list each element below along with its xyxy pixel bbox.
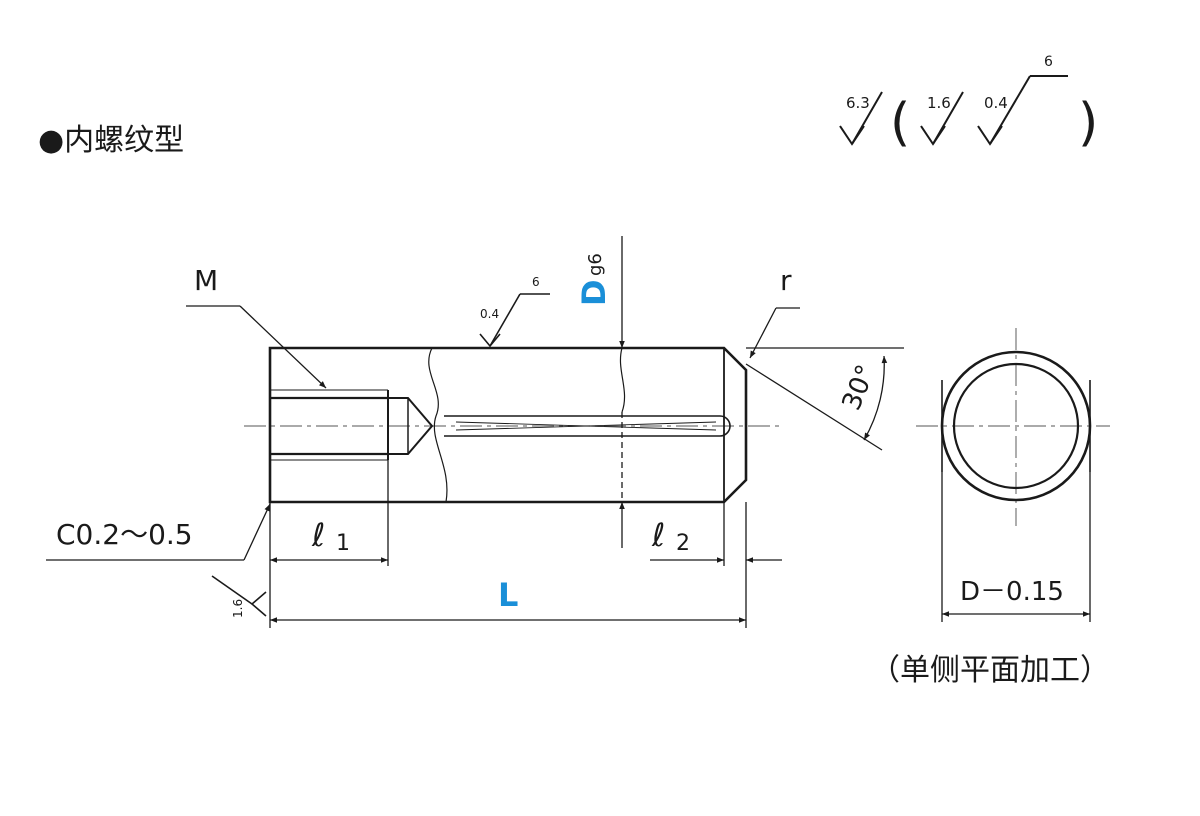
- l2-label: ℓ: [651, 516, 665, 554]
- page-title: ●内螺纹型: [38, 123, 184, 158]
- pin-body: [268, 346, 748, 504]
- air-vent-groove: [444, 415, 731, 437]
- thread-leader: [186, 305, 327, 389]
- chamfer-label: C0.2～0.5: [56, 518, 193, 551]
- roughness-bracket-b-sub: 6: [1044, 54, 1053, 70]
- roughness-body-sub: 6: [532, 275, 540, 289]
- length-label: L: [498, 576, 518, 614]
- roughness-body-symbol: [479, 293, 550, 348]
- roughness-chamfer-value: 1.6: [231, 599, 245, 618]
- dimension-l2: [650, 502, 782, 628]
- bracket-close: ): [1078, 93, 1098, 153]
- l1-subscript: 1: [336, 531, 350, 556]
- roughness-body-value: 0.4: [480, 307, 499, 321]
- side-view: [940, 350, 1092, 502]
- angle-label: 30°: [837, 361, 882, 415]
- bracket-open: (: [890, 93, 910, 153]
- radius-leader: [749, 307, 800, 359]
- flat-dimension-label: D－0.15: [960, 577, 1064, 607]
- roughness-chamfer-symbol: [211, 575, 267, 617]
- internal-thread: [270, 389, 434, 461]
- dimension-flat: [941, 472, 1091, 622]
- roughness-bracket-b-symbol: [977, 75, 1068, 146]
- roughness-bracket-a-value: 1.6: [927, 94, 951, 112]
- l2-subscript: 2: [676, 531, 690, 556]
- roughness-main-symbol: [839, 91, 883, 146]
- chamfer-leader: [46, 503, 271, 561]
- roughness-main-value: 6.3: [846, 94, 870, 112]
- center-lines: [244, 328, 1110, 526]
- dimension-l1: [269, 460, 389, 628]
- flat-note: （单侧平面加工）: [870, 653, 1110, 688]
- diameter-tolerance: g6: [585, 253, 606, 276]
- l1-label: ℓ: [311, 516, 325, 554]
- break-lines: [428, 347, 626, 503]
- roughness-symbols: 6.3 ( 1.6 0.4 6 ): [839, 54, 1098, 153]
- diameter-label-group: D g6: [575, 253, 613, 306]
- diameter-label: D: [575, 279, 613, 306]
- roughness-bracket-b-value: 0.4: [984, 94, 1008, 112]
- thread-label: M: [194, 264, 218, 297]
- roughness-bracket-a-symbol: [920, 91, 964, 146]
- radius-label: r: [780, 264, 792, 297]
- angle-dimension: [745, 347, 904, 451]
